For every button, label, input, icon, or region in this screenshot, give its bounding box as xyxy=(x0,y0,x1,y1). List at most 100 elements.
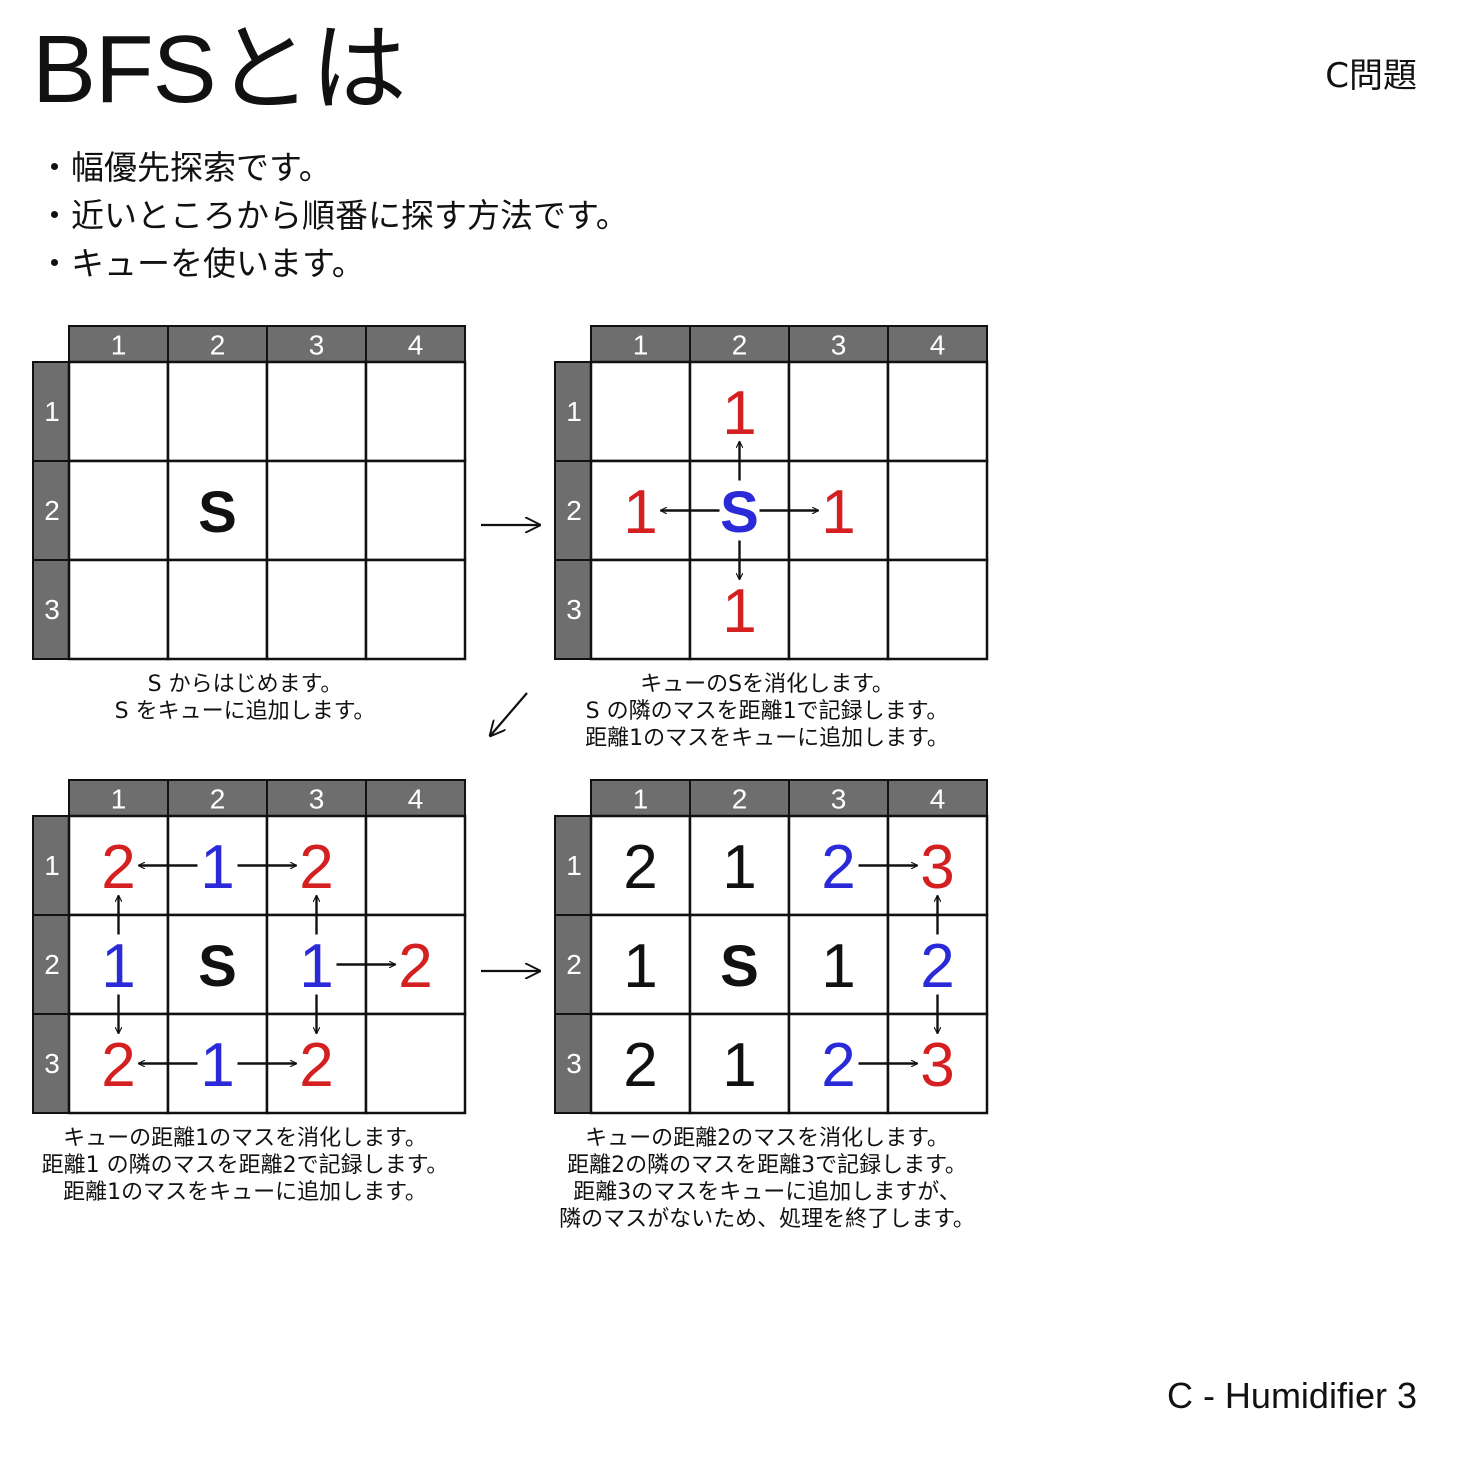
column-header-label: 2 xyxy=(732,330,748,361)
distance-label: 3 xyxy=(920,833,954,902)
step-caption-line: 距離2の隣のマスを距離3で記録します。 xyxy=(567,1153,967,1178)
distance-label: 2 xyxy=(101,1031,135,1100)
distance-label: 2 xyxy=(398,932,432,1001)
start-cell-label: S xyxy=(198,480,237,545)
bullet-list: ・幅優先探索です。 ・近いところから順番に探す方法です。 ・キューを使います。 xyxy=(38,144,629,288)
grid-cell xyxy=(589,360,692,463)
distance-label: 1 xyxy=(821,932,855,1001)
column-header-label: 3 xyxy=(309,784,325,815)
column-header-label: 4 xyxy=(930,784,946,815)
step-caption-line: 距離3のマスをキューに追加しますが、 xyxy=(573,1180,961,1205)
column-header-label: 1 xyxy=(633,784,649,815)
grid-cell xyxy=(364,360,467,463)
grid-cell xyxy=(886,459,989,562)
column-header-label: 2 xyxy=(210,784,226,815)
distance-label: 2 xyxy=(821,833,855,902)
column-header-label: 3 xyxy=(831,784,847,815)
grid-cell xyxy=(67,558,170,661)
distance-label: 2 xyxy=(299,1031,333,1100)
start-cell-label: S xyxy=(198,934,237,999)
grid-cell xyxy=(166,360,269,463)
distance-label: 2 xyxy=(623,1031,657,1100)
distance-label: 1 xyxy=(200,833,234,902)
row-header-label: 1 xyxy=(44,396,60,427)
grid-cell xyxy=(67,360,170,463)
distance-label: 2 xyxy=(101,833,135,902)
grid-cell xyxy=(364,558,467,661)
distance-label: 1 xyxy=(200,1031,234,1100)
row-header-label: 1 xyxy=(44,850,60,881)
step-caption-line: キューの距離2のマスを消化します。 xyxy=(585,1126,949,1151)
distance-label: 2 xyxy=(299,833,333,902)
column-header-label: 3 xyxy=(309,330,325,361)
distance-label: 1 xyxy=(722,577,756,646)
bullet-item: ・近いところから順番に探す方法です。 xyxy=(38,196,629,235)
start-cell-label: S xyxy=(720,480,759,545)
distance-label: 2 xyxy=(623,833,657,902)
row-header-bar xyxy=(32,815,70,1114)
row-header-label: 1 xyxy=(566,850,582,881)
distance-label: 1 xyxy=(623,478,657,547)
row-header-label: 3 xyxy=(44,1048,60,1079)
step-caption-line: 距離1のマスをキューに追加します。 xyxy=(63,1180,427,1205)
distance-label: 1 xyxy=(722,1031,756,1100)
distance-label: 2 xyxy=(920,932,954,1001)
grid-cell xyxy=(67,459,170,562)
step-caption-line: S からはじめます。 xyxy=(148,672,343,697)
column-header-label: 4 xyxy=(408,784,424,815)
grid-cell xyxy=(688,1012,791,1115)
grid-cell xyxy=(787,1012,890,1115)
row-header-label: 2 xyxy=(44,949,60,980)
grid-cell xyxy=(265,558,368,661)
grid-cell xyxy=(166,558,269,661)
column-header-label: 3 xyxy=(831,330,847,361)
arrow-step2-to-step3 xyxy=(490,692,528,736)
row-header-label: 3 xyxy=(566,594,582,625)
grid-cell xyxy=(589,1012,692,1115)
grid-cell xyxy=(265,459,368,562)
column-header-label: 1 xyxy=(111,330,127,361)
start-cell-label: S xyxy=(720,934,759,999)
grid-cell xyxy=(364,1012,467,1115)
grid-cell xyxy=(364,459,467,562)
row-header-label: 2 xyxy=(44,495,60,526)
grid-cell xyxy=(364,814,467,917)
grid-cell xyxy=(166,913,269,1016)
row-header-label: 2 xyxy=(566,495,582,526)
grid-cell xyxy=(787,558,890,661)
distance-label: 1 xyxy=(623,932,657,1001)
distance-label: 1 xyxy=(722,833,756,902)
footer-label: C - Humidifier 3 xyxy=(1166,1375,1417,1416)
column-header-label: 4 xyxy=(408,330,424,361)
column-header-label: 1 xyxy=(111,784,127,815)
problem-tag: C問題 xyxy=(1325,56,1417,96)
column-header-label: 2 xyxy=(210,330,226,361)
column-header-label: 4 xyxy=(930,330,946,361)
step-caption-line: 距離1のマスをキューに追加します。 xyxy=(585,726,949,751)
grid-cell xyxy=(886,558,989,661)
row-header-label: 3 xyxy=(566,1048,582,1079)
step-caption-line: キューのSを消化します。 xyxy=(640,672,894,697)
row-header-label: 1 xyxy=(566,396,582,427)
page-title: BFSとは xyxy=(32,16,407,123)
distance-label: 1 xyxy=(299,932,333,1001)
column-header-label: 2 xyxy=(732,784,748,815)
step-caption-line: 距離1 の隣のマスを距離2で記録します。 xyxy=(42,1153,449,1178)
distance-label: 1 xyxy=(821,478,855,547)
grid-cell xyxy=(589,814,692,917)
grid-cell xyxy=(787,360,890,463)
step-caption-line: 隣のマスがないため、処理を終了します。 xyxy=(559,1207,975,1232)
bullet-item: ・キューを使います。 xyxy=(38,244,365,283)
step-caption-line: キューの距離1のマスを消化します。 xyxy=(63,1126,427,1151)
row-header-label: 3 xyxy=(44,594,60,625)
distance-label: 1 xyxy=(101,932,135,1001)
column-header-label: 1 xyxy=(633,330,649,361)
grid-cell xyxy=(589,558,692,661)
grid-cell xyxy=(265,360,368,463)
distance-label: 3 xyxy=(920,1031,954,1100)
